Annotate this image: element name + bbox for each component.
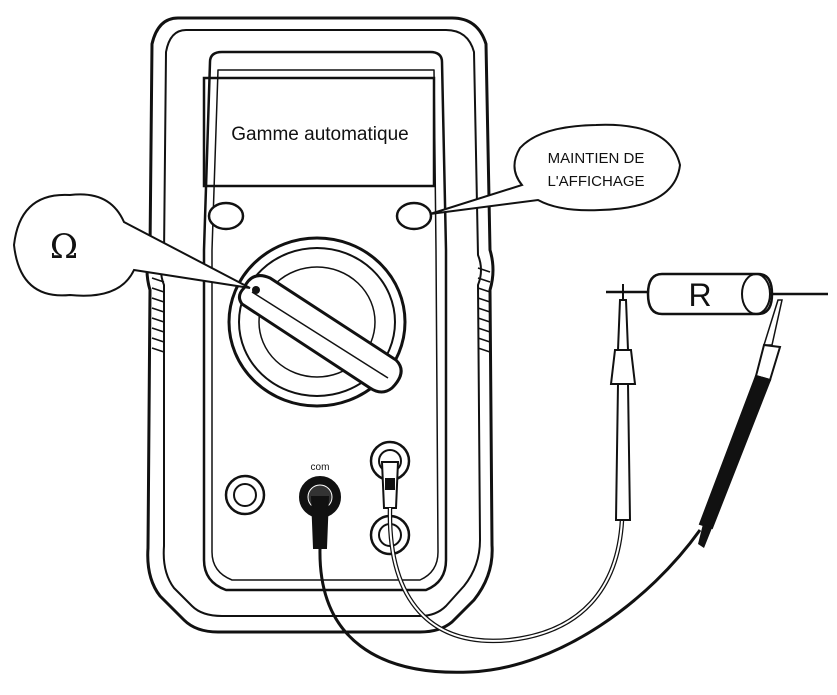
- rotary-dial[interactable]: [229, 238, 405, 406]
- jack-left[interactable]: [226, 476, 264, 514]
- left-side-grip: [152, 268, 164, 352]
- left-button[interactable]: [209, 203, 243, 229]
- hold-callout: MAINTIEN DE L'AFFICHAGE: [430, 125, 680, 214]
- red-lead-wire: [390, 508, 622, 641]
- dial-pointer: [252, 286, 260, 294]
- hold-button[interactable]: [397, 203, 431, 229]
- hold-callout-line1: MAINTIEN DE: [548, 150, 645, 167]
- com-jack-label: com: [311, 462, 330, 473]
- resistor: R: [640, 274, 828, 314]
- ohm-symbol-text: Ω: [50, 227, 78, 267]
- red-lead-plug: [382, 462, 398, 508]
- display-text: Gamme automatique: [231, 124, 408, 145]
- resistor-label: R: [688, 277, 711, 313]
- black-lead-wire: [320, 530, 700, 672]
- lcd-display: Gamme automatique: [204, 78, 434, 186]
- hold-callout-line2: L'AFFICHAGE: [547, 173, 644, 190]
- black-test-probe: [698, 300, 782, 548]
- black-lead-plug: [312, 497, 328, 548]
- red-test-probe: [606, 284, 640, 520]
